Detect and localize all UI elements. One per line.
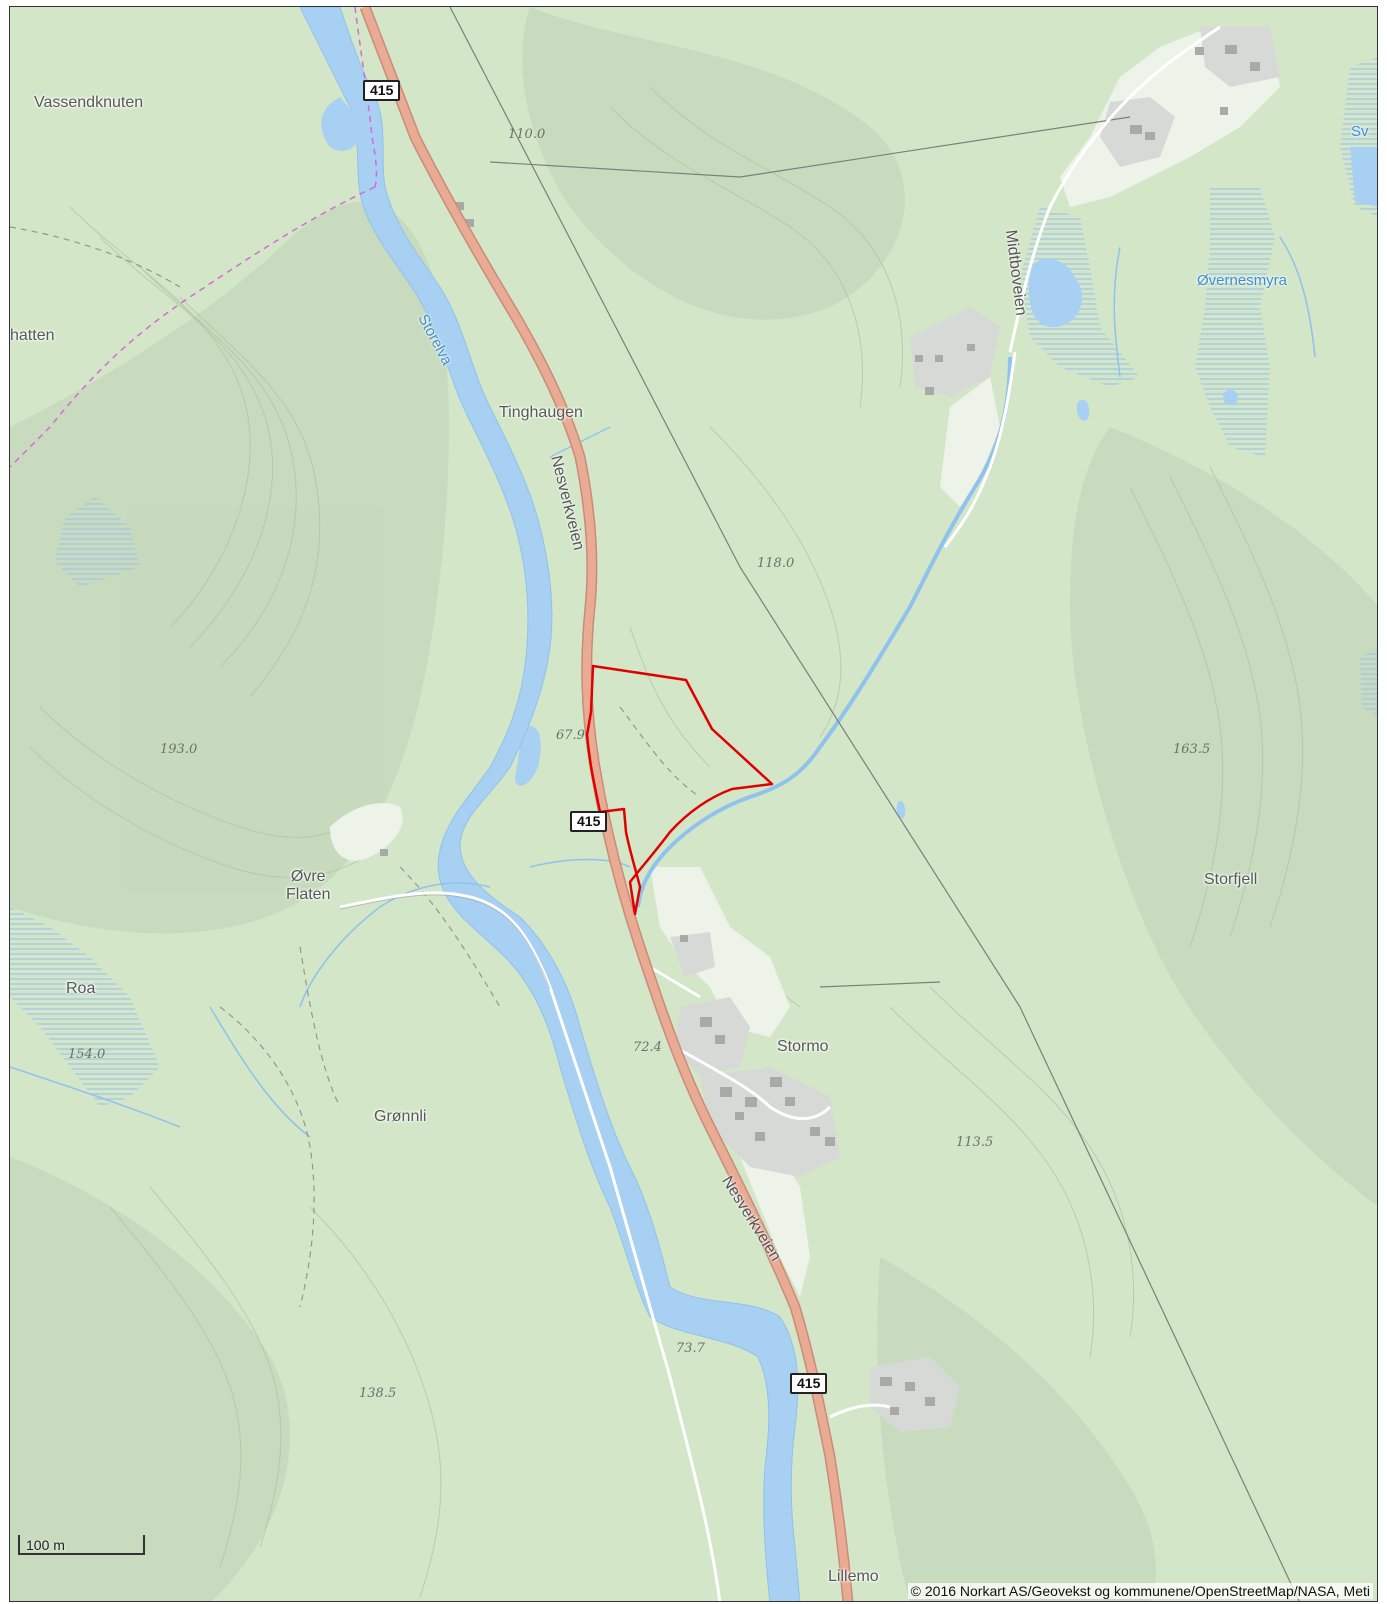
place-label-gronnli[interactable]: Grønnli — [374, 1108, 427, 1125]
place-label-ovre-flaten[interactable]: Øvre Flaten — [286, 868, 330, 904]
map-viewport[interactable]: Vassendknuten hatten Tinghaugen Øvre Fla… — [9, 6, 1378, 1602]
river-storelva — [299, 7, 801, 1601]
elevation-label: 110.0 — [508, 127, 546, 142]
elevation-label: 72.4 — [633, 1040, 662, 1055]
scale-bar-line — [18, 1535, 145, 1555]
route-shield-415-middle[interactable]: 415 — [570, 811, 608, 832]
place-label-lillemo[interactable]: Lillemo — [828, 1568, 879, 1585]
place-label-tinghaugen[interactable]: Tinghaugen — [499, 404, 583, 421]
water-label-sv: Sv — [1351, 123, 1369, 140]
route-shield-415-south[interactable]: 415 — [790, 1373, 828, 1394]
river-side-channel — [321, 97, 365, 151]
route-shield-415-north[interactable]: 415 — [363, 80, 401, 101]
scale-bar-label: 100 m — [26, 1537, 65, 1553]
water-label-overnesmyra: Øvernesmyra — [1197, 272, 1288, 289]
elevation-label: 163.5 — [1173, 742, 1211, 757]
scale-bar: 100 m — [18, 1533, 145, 1555]
trail-boundary-north — [354, 7, 378, 188]
elevation-label: 113.5 — [956, 1135, 994, 1150]
trail-boundary — [10, 186, 376, 468]
buildings — [380, 45, 1260, 1415]
elevation-label: 154.0 — [68, 1047, 106, 1062]
power-lines — [449, 7, 1300, 1601]
hill-shading — [10, 7, 1377, 1601]
place-label-storfjell[interactable]: Storfjell — [1204, 871, 1258, 888]
place-label-ovre-flaten-line2: Flaten — [286, 886, 331, 903]
main-road — [361, 7, 852, 1601]
map-canvas[interactable] — [10, 7, 1378, 1602]
stream-northeast — [636, 356, 1012, 908]
property-boundary — [585, 664, 774, 916]
place-label-vassendknuten[interactable]: Vassendknuten — [34, 94, 144, 111]
place-label-stormo[interactable]: Stormo — [777, 1038, 829, 1055]
elevation-label: 138.5 — [359, 1386, 397, 1401]
streams — [10, 236, 1316, 1138]
map-attribution[interactable]: © 2016 Norkart AS/Geovekst og kommunene/… — [907, 1583, 1373, 1599]
minor-road-casing — [339, 894, 551, 990]
elevation-label: 73.7 — [676, 1341, 705, 1356]
footpaths — [10, 226, 701, 1308]
place-label-ovre-flaten-line1: Øvre — [290, 868, 326, 885]
elevation-label: 193.0 — [160, 742, 198, 757]
elevation-label: 118.0 — [757, 556, 795, 571]
place-label-hatten[interactable]: hatten — [10, 327, 55, 344]
place-label-roa[interactable]: Roa — [66, 980, 96, 997]
elevation-label: 67.9 — [556, 728, 585, 743]
minor-roads — [339, 25, 1221, 1601]
built-areas — [670, 27, 1280, 1432]
